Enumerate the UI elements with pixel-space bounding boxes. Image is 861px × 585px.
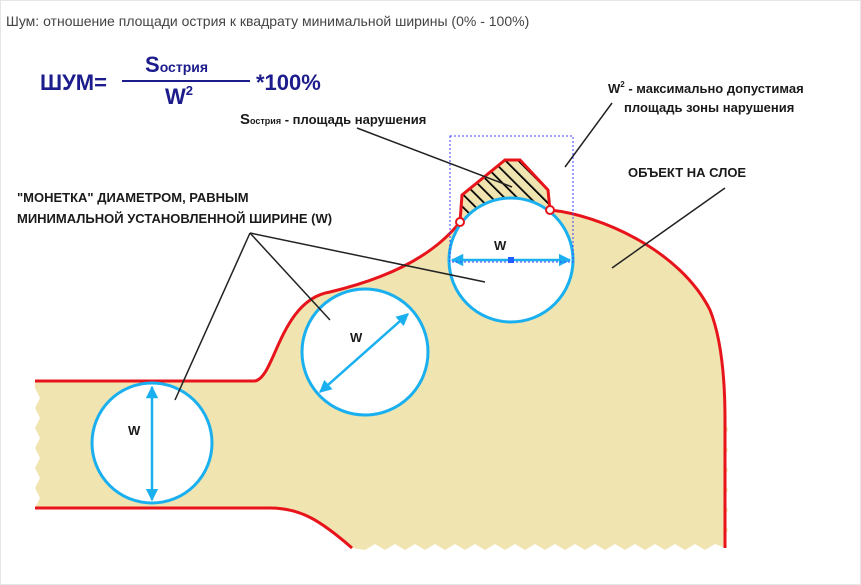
object-outline-top (35, 158, 727, 548)
diagram-title: Шум: отношение площади острия к квадрату… (6, 13, 530, 29)
coin-1: W (90, 381, 214, 505)
svg-text:W2: W2 (165, 83, 193, 109)
svg-text:W: W (350, 330, 363, 345)
leader-lines (174, 102, 726, 401)
svg-text:W: W (128, 423, 141, 438)
s-area-label: Sострия - площадь нарушения (240, 111, 426, 128)
spike-point-left (455, 217, 465, 227)
w2-label-line1: W2 - максимально допустимая (608, 80, 804, 96)
w2-label-line2: площадь зоны нарушения (624, 100, 794, 115)
object-outline-bottom (35, 506, 353, 550)
coin-2: W (300, 287, 430, 417)
coin-label-line1: "МОНЕТКА" ДИАМЕТРОМ, РАВНЫМ (17, 190, 249, 205)
object-label: ОБЪЕКТ НА СЛОЕ (628, 165, 746, 180)
svg-text:W: W (494, 238, 507, 253)
coin-3: W (447, 196, 575, 324)
svg-text:*100%: *100% (256, 70, 321, 95)
w2-box (449, 135, 574, 263)
formula: ШУМ= Sострия W2 *100% (40, 52, 321, 109)
coin-label-line2: МИНИМАЛЬНОЙ УСТАНОВЛЕННОЙ ШИРИНЕ (W) (17, 211, 332, 226)
svg-text:Sострия: Sострия (145, 52, 208, 77)
spike-hatch (460, 160, 550, 222)
svg-text:ШУМ=: ШУМ= (40, 70, 107, 95)
spike-point-right (545, 205, 555, 215)
